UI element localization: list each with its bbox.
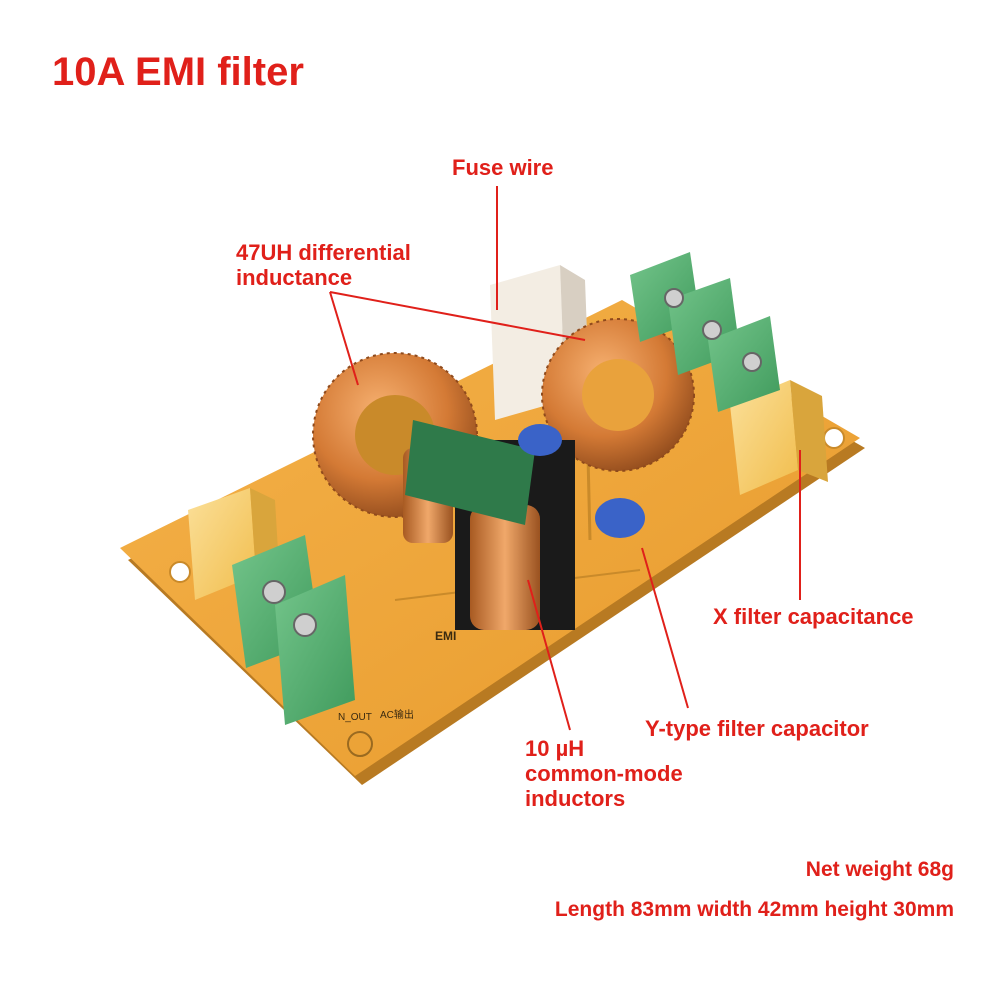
terminal-block-left	[232, 535, 355, 725]
fuse-wire-label: Fuse wire	[452, 155, 554, 180]
y-capacitors	[518, 424, 645, 538]
y-capacitor-label: Y-type filter capacitor	[645, 716, 869, 741]
common-mode-choke	[403, 420, 575, 630]
common-mode-label-line2: common-mode	[525, 761, 683, 786]
leader-lines	[329, 186, 801, 731]
n-out-silkscreen: N_OUT	[338, 712, 372, 723]
differential-inductance-label: 47UH differential inductance	[236, 240, 411, 290]
dimensions-text: Length 83mm width 42mm height 30mm	[554, 898, 954, 921]
ac-out-silkscreen: AC输出	[380, 708, 414, 721]
page-title: 10A EMI filter	[52, 50, 304, 94]
common-mode-label-line3: inductors	[525, 786, 626, 811]
differential-inductor-right	[541, 318, 695, 472]
terminal-block-right	[630, 252, 780, 412]
x-capacitance-label: X filter capacitance	[713, 604, 914, 629]
net-weight-text: Net weight 68g	[805, 858, 954, 881]
common-mode-label-line1: 10 µH	[525, 736, 585, 761]
differential-inductance-label-line1: 47UH differential	[236, 240, 411, 265]
differential-inductance-label-line2: inductance	[236, 265, 353, 290]
common-mode-label: 10 µH common-mode inductors	[525, 736, 683, 811]
emi-silkscreen: EMI	[435, 629, 456, 643]
